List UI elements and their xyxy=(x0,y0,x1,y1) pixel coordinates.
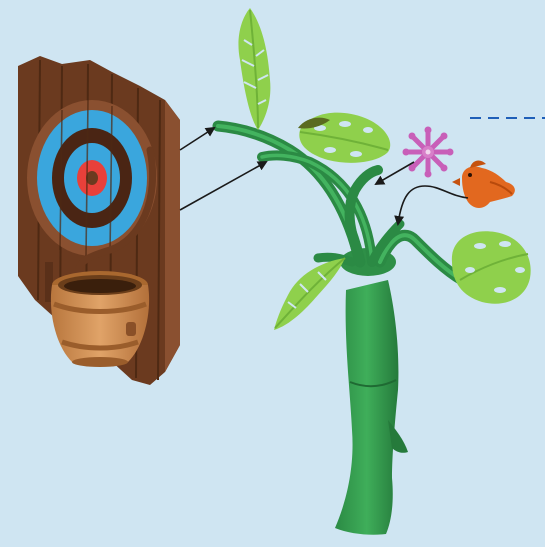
board-edge xyxy=(165,100,180,372)
barrel xyxy=(51,271,149,367)
flower xyxy=(403,127,454,178)
